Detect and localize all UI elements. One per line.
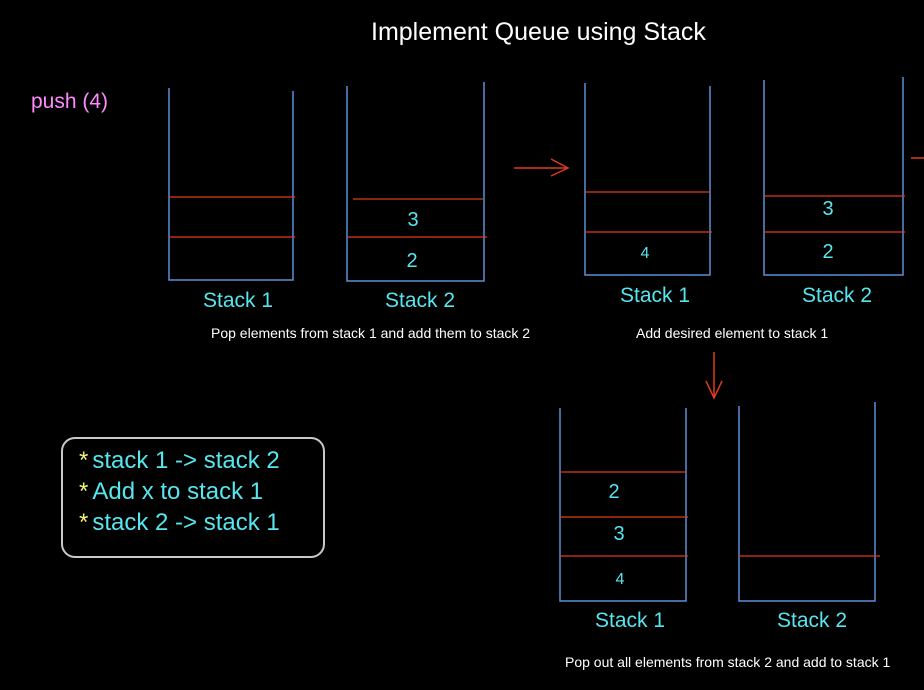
bullet-star-icon: * (79, 447, 89, 474)
operation-label: push (4) (31, 90, 109, 113)
stack-label: Stack 2 (777, 609, 848, 632)
bullet-star-icon: * (79, 509, 89, 536)
arrow-head (550, 158, 570, 177)
stack-container (168, 88, 294, 281)
panel1-stack2 (346, 82, 487, 282)
stack-label: Stack 2 (385, 289, 456, 312)
panel2-stack1 (584, 83, 712, 276)
step-item: *Add x to stack 1 (79, 478, 263, 506)
stack-label: Stack 1 (620, 284, 691, 307)
stack-label: Stack 1 (203, 289, 274, 312)
stack-container (584, 83, 711, 276)
stack-item: 2 (406, 250, 418, 272)
stack-item: 3 (822, 198, 834, 220)
panel3-stack1 (559, 408, 688, 602)
arrow-down-icon (705, 352, 723, 400)
panel-caption: Add desired element to stack 1 (636, 325, 829, 341)
stack-item: 2 (608, 481, 620, 503)
step-item: *stack 1 -> stack 2 (79, 447, 280, 475)
stack-container (738, 402, 876, 602)
arrow-right-icon (514, 158, 570, 177)
step-item: *stack 2 -> stack 1 (79, 509, 280, 537)
steps-note-box: *stack 1 -> stack 2 *Add x to stack 1 *s… (61, 437, 325, 558)
panel1-stack1 (168, 88, 295, 281)
panel3-stack2 (738, 402, 880, 602)
panel2-stack2 (763, 77, 905, 276)
stack-label: Stack 2 (802, 284, 873, 307)
arrow-head (705, 380, 723, 400)
step-text: stack 2 -> stack 1 (92, 509, 280, 536)
bullet-star-icon: * (79, 478, 89, 505)
stack-container (559, 408, 687, 602)
stack-item: 2 (822, 241, 834, 263)
stack-container (346, 82, 485, 282)
step-text: Add x to stack 1 (92, 478, 264, 505)
page-title: Implement Queue using Stack (371, 18, 706, 46)
stack-item: 3 (407, 209, 419, 231)
panel-caption: Pop out all elements from stack 2 and ad… (565, 654, 891, 670)
stack-item: 4 (640, 245, 650, 262)
stack-item: 4 (615, 571, 625, 588)
step-text: stack 1 -> stack 2 (92, 447, 280, 474)
stack-label: Stack 1 (595, 609, 666, 632)
panel-caption: Pop elements from stack 1 and add them t… (211, 325, 531, 341)
stack-container (763, 77, 904, 276)
stack-item: 3 (613, 523, 625, 545)
